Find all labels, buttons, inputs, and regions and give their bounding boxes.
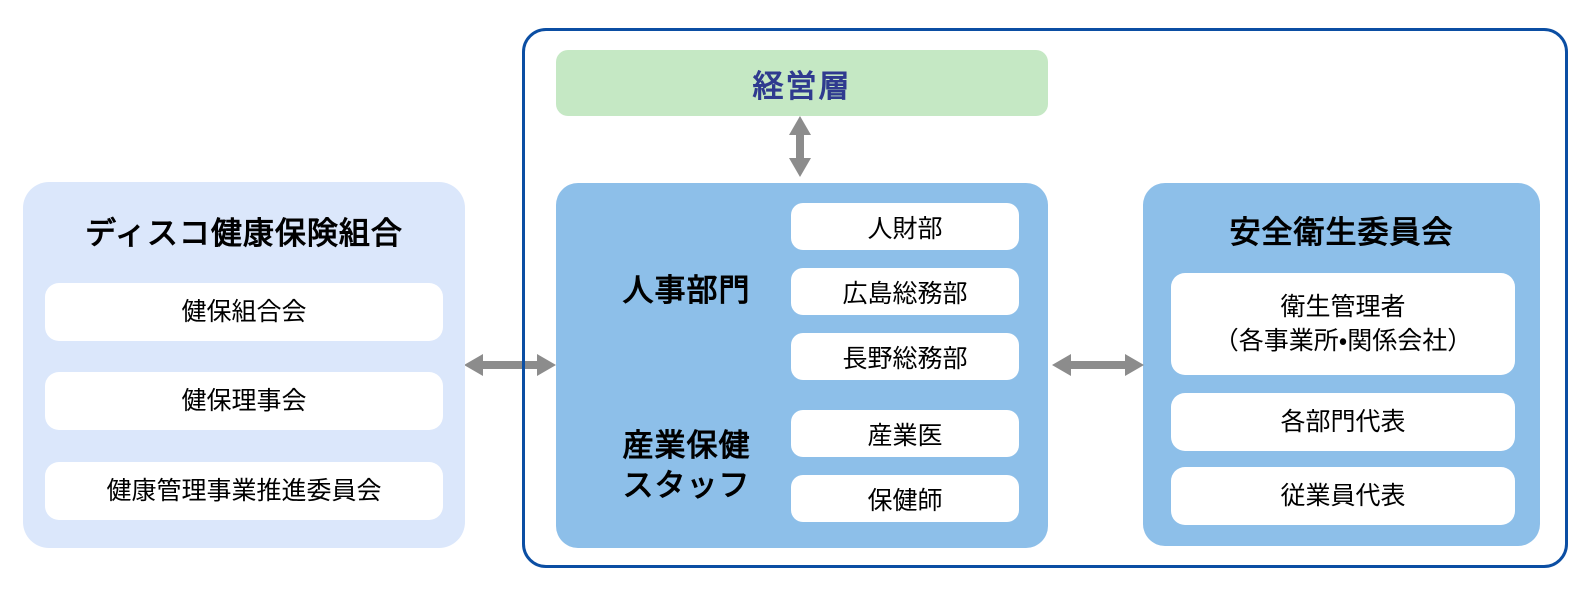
center-item-jinzai-bu: 人財部 <box>791 203 1019 250</box>
left-panel-item-kenpo-kumiaikai: 健保組合会 <box>45 283 443 341</box>
hr-department-section: 人事部門 人財部 広島総務部 長野総務部 <box>582 203 1019 380</box>
left-panel-item-health-mgmt-committee: 健康管理事業推進委員会 <box>45 462 443 520</box>
safety-health-committee-panel: 安全衛生委員会 衛生管理者 （各事業所・関係会社） 各部門代表 従業員代表 <box>1143 183 1540 546</box>
right-panel-item-kakubumon-daihyo: 各部門代表 <box>1171 393 1515 451</box>
occupational-health-staff-label: 産業保健 スタッフ <box>622 427 751 504</box>
hr-department-items: 人財部 広島総務部 長野総務部 <box>791 203 1019 380</box>
occupational-health-section: 産業保健 スタッフ 産業医 保健師 <box>582 410 1019 522</box>
hr-occupational-health-box: 人事部門 人財部 広島総務部 長野総務部 産業保健 スタッフ 産業医 保健師 <box>556 183 1048 548</box>
right-panel-item-jugyoin-daihyo: 従業員代表 <box>1171 467 1515 525</box>
center-right-double-arrow-icon <box>1052 354 1144 376</box>
health-insurance-union-panel: ディスコ健康保険組合 健保組合会 健保理事会 健康管理事業推進委員会 <box>23 182 465 548</box>
company-internal-container: 経営層 人事部門 人財部 広島総務部 長野総務部 産業保健 スタッフ 産業医 保… <box>522 28 1568 568</box>
left-panel-item-kenpo-rijikai: 健保理事会 <box>45 372 443 430</box>
hr-department-label: 人事部門 <box>622 273 751 310</box>
right-panel-title: 安全衛生委員会 <box>1229 215 1454 251</box>
left-panel-title: ディスコ健康保険組合 <box>85 216 403 252</box>
center-item-hiroshima-soumu: 広島総務部 <box>791 268 1019 315</box>
center-item-sangyoui: 産業医 <box>791 410 1019 457</box>
management-label: 経営層 <box>752 68 852 105</box>
management-box: 経営層 <box>556 50 1048 116</box>
center-item-nagano-soumu: 長野総務部 <box>791 333 1019 380</box>
management-hr-double-arrow-icon <box>789 116 811 177</box>
center-item-hokenshi: 保健師 <box>791 475 1019 522</box>
right-panel-item-eisei-kanrisha: 衛生管理者 （各事業所・関係会社） <box>1171 273 1515 375</box>
occupational-health-items: 産業医 保健師 <box>791 410 1019 522</box>
left-center-double-arrow-icon <box>464 354 556 376</box>
